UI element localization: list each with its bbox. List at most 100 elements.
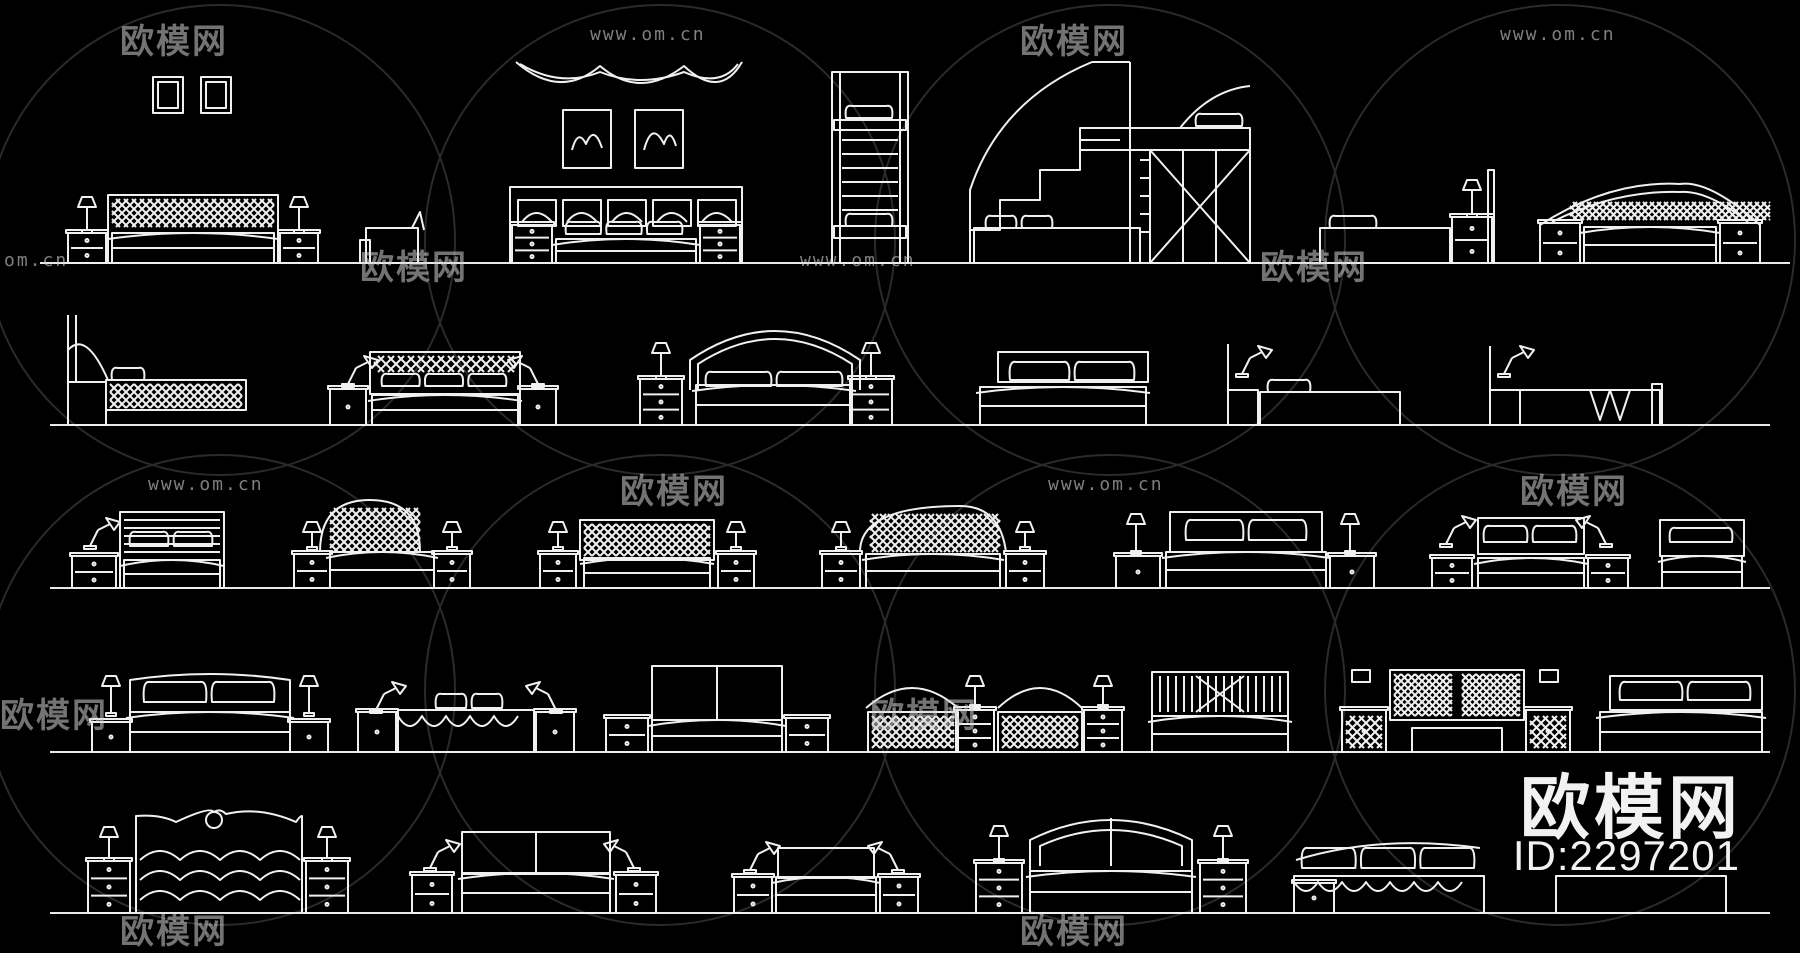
nightstand-top [89, 718, 133, 723]
drawer-knob [1349, 569, 1355, 575]
lattice [647, 523, 681, 557]
pillow [110, 366, 146, 381]
watermark-url: www.om.cn [1048, 474, 1164, 495]
lattice [1684, 201, 1704, 221]
lattice [959, 513, 999, 553]
lamp-shade [77, 196, 97, 208]
nightstand-top [537, 550, 579, 555]
frame [152, 76, 184, 114]
watermark-circle [1324, 4, 1796, 476]
nightstand-top [731, 873, 775, 878]
tufted-panel-bed [537, 519, 757, 589]
watermark-circle [0, 454, 456, 926]
shell-headboard-bed [1537, 182, 1771, 264]
duvet-edge [107, 232, 279, 240]
scroll-carving [139, 870, 301, 881]
drawer-knob [972, 742, 978, 748]
drawer-knob [838, 577, 844, 582]
pillow [210, 680, 276, 703]
lamp-base [531, 383, 545, 388]
lattice [927, 513, 967, 553]
armchair [359, 211, 425, 264]
bunk-rail [833, 119, 907, 131]
lamp-base [446, 546, 458, 551]
lattice [187, 198, 217, 228]
lattice [607, 523, 641, 557]
lattice [887, 715, 921, 749]
headboard [119, 511, 225, 589]
lattice [221, 387, 243, 409]
lattice [1414, 678, 1453, 717]
drawer-knob [1557, 230, 1563, 236]
lattice [1461, 673, 1491, 703]
lattice [1698, 201, 1718, 221]
lattice [1041, 715, 1075, 749]
lamp-arm [375, 693, 385, 711]
lattice [109, 383, 127, 401]
lattice [1579, 201, 1599, 221]
lattice [147, 198, 177, 228]
lattice [871, 715, 897, 741]
lamp-shade [317, 826, 337, 838]
lattice [591, 523, 625, 557]
lattice [1001, 715, 1011, 725]
lattice [1740, 201, 1760, 221]
lattice [1747, 201, 1767, 221]
lattice [111, 198, 121, 208]
lamp-arm [97, 523, 111, 531]
lamp-base [423, 867, 437, 872]
drawer-knob [1449, 578, 1455, 583]
lattice [111, 202, 137, 228]
lattice [109, 383, 119, 393]
lamp-head [1461, 515, 1477, 529]
drawer-knob [324, 867, 330, 873]
lattice [165, 383, 191, 409]
lamp-base [105, 712, 117, 717]
lattice [1358, 724, 1383, 749]
drawer-knob [1605, 563, 1611, 568]
lattice [1705, 201, 1725, 221]
lattice [117, 383, 143, 409]
arched-carved-bed [973, 818, 1249, 914]
nightstand-top [1717, 219, 1763, 224]
lattice [951, 745, 955, 749]
duvet-edge [861, 553, 1005, 561]
drawer-knob [106, 901, 112, 907]
drawer-knob [1100, 742, 1106, 748]
headboard [997, 351, 1149, 383]
lattice [437, 355, 455, 373]
pillow [1073, 360, 1136, 381]
lattice [467, 355, 485, 373]
lamp-arm [1453, 521, 1467, 529]
lamp-base [369, 709, 383, 714]
headboard-panel [562, 199, 602, 227]
pillow [1020, 214, 1054, 229]
lattice [139, 198, 169, 228]
lattice [1768, 201, 1771, 204]
panel-carving [701, 212, 733, 223]
lattice [869, 513, 903, 547]
watermark-url: www.om.cn [148, 474, 264, 495]
arched-tufted-bed [819, 505, 1047, 589]
lattice [111, 198, 129, 216]
lamp-head [507, 355, 523, 369]
bed-elevation [65, 194, 321, 264]
drawer-knob [84, 238, 90, 243]
pillow [1194, 112, 1244, 127]
watermark-logo: 欧模网 [0, 696, 108, 736]
nightstand [1329, 555, 1375, 589]
wardrobe-diag [1149, 149, 1251, 264]
headboard-panel [607, 199, 647, 227]
wall-frames [152, 76, 232, 114]
lattice [149, 383, 175, 409]
lattice [397, 355, 415, 373]
lattice [1376, 742, 1383, 749]
lamp-shade [299, 675, 319, 687]
drawer-knob [1022, 560, 1028, 565]
lamp-base [341, 383, 355, 388]
lattice [903, 513, 943, 553]
lamp-shade [101, 675, 121, 687]
twin-canopy-beds [865, 675, 1125, 753]
lattice [1449, 713, 1453, 717]
lattice [1025, 715, 1059, 749]
